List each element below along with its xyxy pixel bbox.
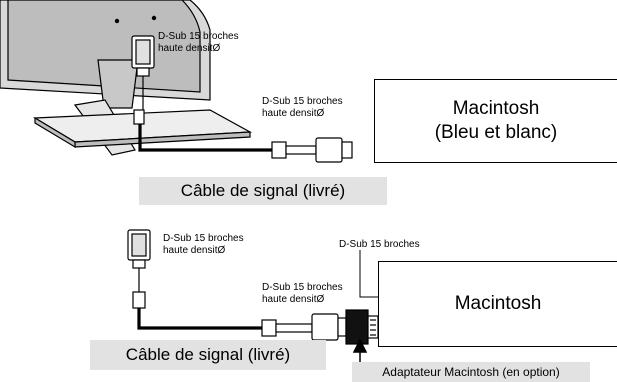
- signal-cable-bottom: [137, 308, 262, 330]
- mac-connector-top: [271, 137, 353, 163]
- mac-port-label-top: D-Sub 15 broches haute densitØ: [262, 96, 343, 119]
- macintosh-blue-white-box: Macintosh (Bleu et blanc): [374, 79, 617, 163]
- signal-cable-top: [138, 124, 272, 152]
- computer-port-label: D-Sub 15 broches: [339, 239, 420, 250]
- adapter-end-label: D-Sub 15 broches haute densitØ: [262, 282, 343, 305]
- signal-cable-caption-top: Câble de signal (livré): [139, 177, 387, 205]
- cable-end-label: D-Sub 15 broches haute densitØ: [163, 233, 244, 256]
- cable-connector-bottom: [127, 229, 151, 309]
- signal-cable-caption-bottom: Câble de signal (livré): [90, 340, 326, 370]
- macintosh-adapter: [345, 309, 379, 345]
- macintosh-box: Macintosh: [378, 261, 617, 347]
- adapter-arrow: [352, 338, 368, 362]
- computer-model-top: (Bleu et blanc): [434, 122, 558, 143]
- monitor-back-illustration: [0, 0, 253, 156]
- port-leader-line: [359, 250, 378, 298]
- computer-name-top: Macintosh: [452, 98, 540, 120]
- adapter-caption: Adaptateur Macintosh (en option): [352, 362, 590, 382]
- computer-name-bottom: Macintosh: [454, 293, 542, 315]
- monitor-connector-top: [131, 35, 155, 125]
- monitor-port-label: D-Sub 15 broches haute densitØ: [158, 31, 239, 54]
- mac-connector-bottom: [261, 313, 347, 341]
